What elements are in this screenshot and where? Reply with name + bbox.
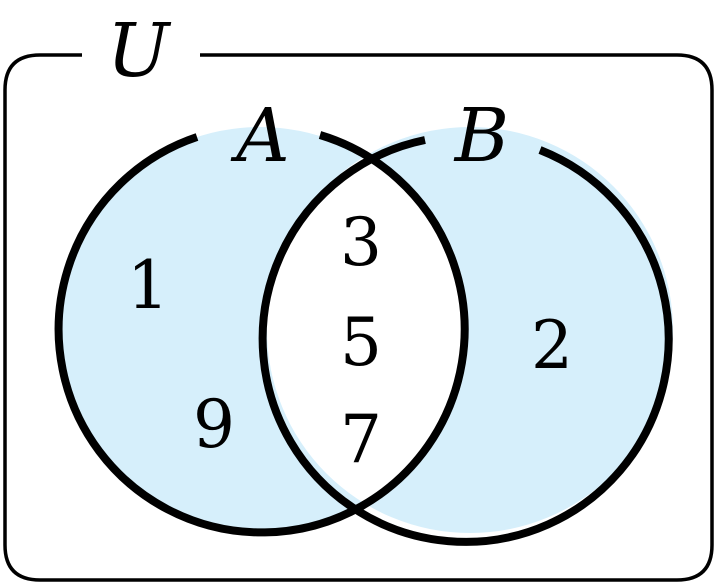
intersection-element: 7: [340, 401, 382, 478]
intersection-region: [267, 127, 463, 533]
set-a-only-element: 9: [193, 386, 235, 463]
intersection-element: 5: [340, 304, 382, 381]
universe-frame: [3, 53, 714, 582]
set-b-label: B: [453, 93, 509, 179]
set-a-label: A: [230, 93, 289, 179]
set-a-outline: [54, 131, 469, 537]
universe-label: U: [107, 8, 172, 94]
set-b-outline: [258, 136, 673, 546]
intersection-element: 3: [340, 204, 382, 281]
set-b-only-element: 2: [531, 307, 573, 384]
set-a-only-element: 1: [127, 247, 169, 324]
